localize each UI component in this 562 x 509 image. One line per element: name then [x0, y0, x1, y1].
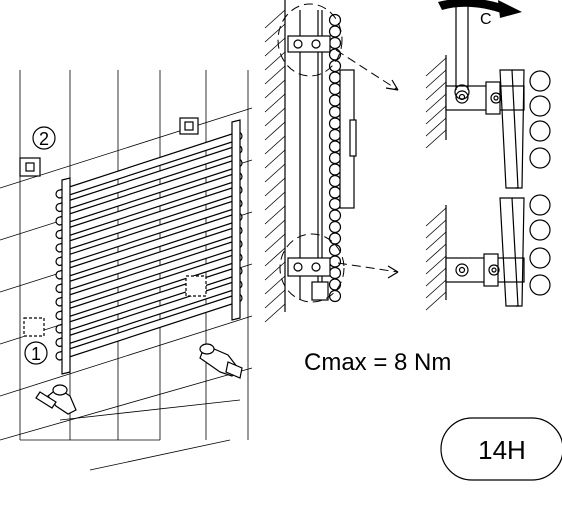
callout-1-label: 1: [31, 344, 41, 364]
detail-leader-top: [335, 49, 399, 91]
callout-2-label: 2: [39, 129, 49, 149]
detail-view-bottom: [425, 194, 551, 311]
detail-view-top: [425, 55, 551, 189]
bracket-bottom-left-ghost: [23, 317, 45, 337]
detail-leader-bottom: [337, 262, 399, 279]
rotation-label: C: [480, 11, 492, 28]
allen-key-icon: [454, 0, 470, 100]
bracket-top-left: [19, 157, 41, 177]
figure-number: 14H: [478, 435, 526, 465]
valve-left: [35, 384, 77, 415]
bracket-bottom-right-ghost: [185, 275, 207, 297]
callout-2: 2: [32, 126, 56, 150]
wall-tile-grid: [0, 70, 253, 471]
torque-spec: Cmax = 8 Nm: [304, 349, 451, 376]
bracket-top-right: [179, 117, 199, 135]
torque-rotation-arrow-icon: C: [438, 0, 522, 28]
figure-number-badge: 14H: [440, 417, 562, 481]
valve-right: [199, 343, 243, 379]
callout-1: 1: [24, 341, 48, 365]
side-section-view: [264, 0, 357, 323]
towel-radiator: [55, 119, 243, 375]
